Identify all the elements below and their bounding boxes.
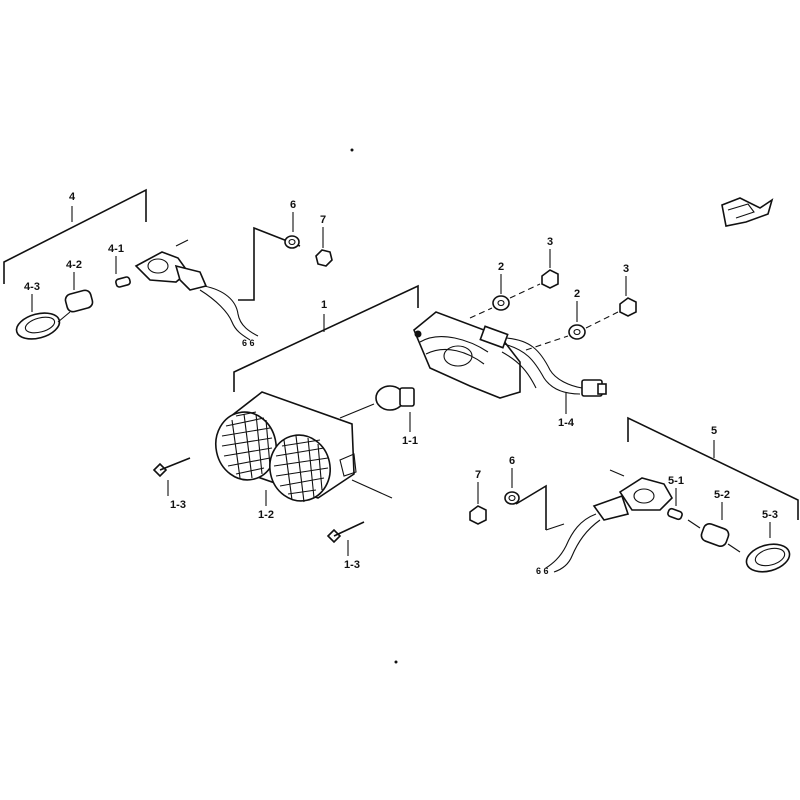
nut-3-lower xyxy=(619,297,637,317)
washer-6-bottom xyxy=(504,491,520,505)
screw-1-3-right xyxy=(326,521,365,544)
bracket-hardware-top xyxy=(238,226,301,301)
washer-2-lower xyxy=(568,324,586,340)
callout-2-lower: 2 xyxy=(574,288,580,300)
turn-signal-lens-left xyxy=(15,312,61,340)
callout-5-3: 5-3 xyxy=(762,509,778,521)
bracket-group-1 xyxy=(233,284,419,392)
callout-2-upper: 2 xyxy=(498,261,504,273)
turn-signal-lens-right xyxy=(745,543,791,573)
tail-lamp-lens xyxy=(215,391,357,503)
nut-7-bottom xyxy=(469,505,487,525)
callout-7-top: 7 xyxy=(320,214,326,226)
svg-text:6 6: 6 6 xyxy=(242,338,255,348)
nut-7-top xyxy=(315,249,333,267)
callout-4-2: 4-2 xyxy=(66,259,82,271)
screw-1-3-left xyxy=(152,457,191,478)
callout-5-1: 5-1 xyxy=(668,475,684,487)
callout-1-2: 1-2 xyxy=(258,509,274,521)
callout-1-3-right: 1-3 xyxy=(344,559,360,571)
callout-4: 4 xyxy=(69,191,76,203)
turn-signal-housing-left: 6 6 xyxy=(134,239,259,348)
speck xyxy=(350,148,354,152)
turn-signal-bulb-left xyxy=(57,289,94,323)
callout-3-lower: 3 xyxy=(623,263,629,275)
bracket-group-4 xyxy=(3,188,147,284)
speck xyxy=(394,660,398,664)
tail-bulb xyxy=(339,385,415,419)
callout-3-upper: 3 xyxy=(547,236,553,248)
turn-signal-bulb-right xyxy=(687,519,741,553)
callout-5: 5 xyxy=(711,425,717,437)
svg-text:6 6: 6 6 xyxy=(536,566,549,576)
tail-lamp-housing xyxy=(413,311,607,399)
callout-4-1: 4-1 xyxy=(108,243,124,255)
turn-signal-housing-right: 6 6 xyxy=(536,469,673,576)
callout-1-4: 1-4 xyxy=(558,417,575,429)
socket-left xyxy=(115,276,131,288)
callout-1-3-left: 1-3 xyxy=(170,499,186,511)
callout-7-bottom: 7 xyxy=(475,469,481,481)
front-arrow-icon xyxy=(721,197,774,227)
socket-right xyxy=(667,507,683,521)
callout-5-2: 5-2 xyxy=(714,489,730,501)
washer-6-top xyxy=(284,235,300,249)
bracket-hardware-bottom xyxy=(515,484,565,531)
callout-4-3: 4-3 xyxy=(24,281,40,293)
bracket-group-5 xyxy=(627,416,799,520)
callout-6-bottom: 6 xyxy=(509,455,515,467)
callout-1-1: 1-1 xyxy=(402,435,418,447)
washer-2-upper xyxy=(492,295,510,311)
nut-3-upper xyxy=(541,269,559,289)
dash-leaders xyxy=(469,283,619,351)
callout-1: 1 xyxy=(321,299,327,311)
callout-6-top: 6 xyxy=(290,199,296,211)
